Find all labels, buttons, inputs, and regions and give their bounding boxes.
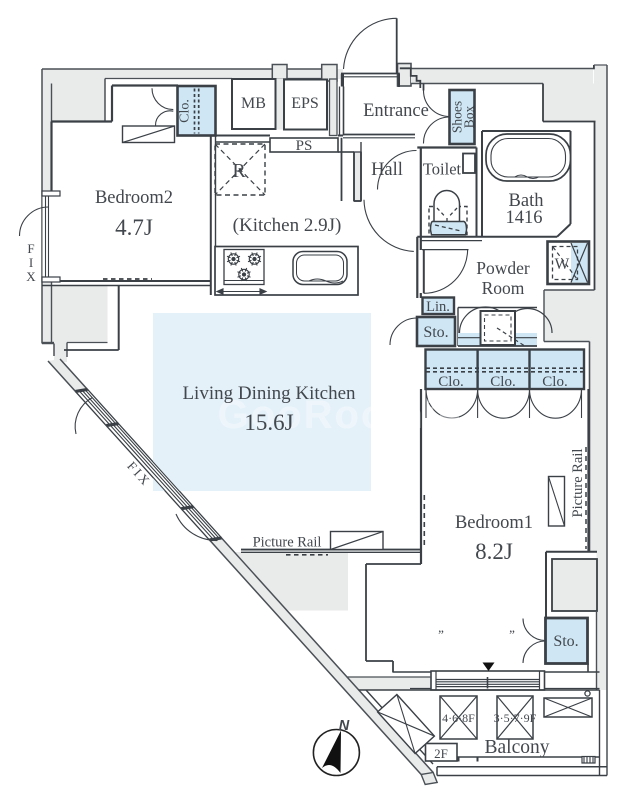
svg-text:2F: 2F [434, 746, 448, 761]
svg-text:MB: MB [241, 95, 266, 112]
svg-text:Picture Rail: Picture Rail [253, 535, 322, 551]
svg-text:Sto.: Sto. [423, 324, 448, 341]
svg-text:Toilet: Toilet [423, 160, 462, 179]
svg-text:Powder: Powder [476, 258, 530, 278]
svg-text:Bedroom1: Bedroom1 [455, 513, 533, 533]
svg-text:EPS: EPS [291, 95, 319, 112]
svg-text:I: I [29, 255, 33, 270]
svg-text:Living Dining Kitchen: Living Dining Kitchen [182, 383, 356, 404]
svg-text:R: R [232, 160, 246, 182]
svg-text:”: ” [509, 627, 515, 642]
svg-text:Balcony: Balcony [485, 737, 550, 758]
svg-text:F: F [27, 241, 34, 256]
svg-text:Lin.: Lin. [426, 299, 450, 315]
svg-text:4.7J: 4.7J [115, 215, 153, 240]
svg-text:4·6·8F: 4·6·8F [442, 711, 475, 725]
svg-text:Picture Rail: Picture Rail [570, 449, 586, 518]
svg-text:”: ” [438, 627, 444, 642]
svg-text:8.2J: 8.2J [475, 539, 513, 564]
svg-text:Hall: Hall [371, 160, 403, 180]
svg-text:Clo.: Clo. [438, 374, 463, 390]
svg-text:N: N [339, 718, 350, 734]
svg-text:Bedroom2: Bedroom2 [95, 188, 173, 208]
svg-text:3·5·7·9F: 3·5·7·9F [494, 711, 537, 725]
svg-text:Room: Room [482, 278, 525, 298]
svg-text:W: W [555, 256, 570, 273]
svg-text:X: X [26, 269, 36, 284]
svg-text:Clo.: Clo. [178, 99, 193, 123]
svg-text:Entrance: Entrance [363, 101, 429, 121]
svg-text:Shoes: Shoes [450, 101, 465, 133]
svg-text:PS: PS [296, 138, 313, 154]
svg-text:Box: Box [462, 106, 477, 129]
svg-text:(Kitchen 2.9J): (Kitchen 2.9J) [233, 215, 342, 236]
svg-text:15.6J: 15.6J [244, 410, 293, 435]
svg-text:Bath: Bath [509, 191, 544, 211]
svg-text:1416: 1416 [506, 208, 543, 228]
svg-text:GooRoomie: GooRoomie [218, 393, 463, 437]
svg-text:Clo.: Clo. [490, 374, 515, 390]
svg-text:Clo.: Clo. [542, 374, 567, 390]
svg-text:Sto.: Sto. [553, 633, 578, 650]
